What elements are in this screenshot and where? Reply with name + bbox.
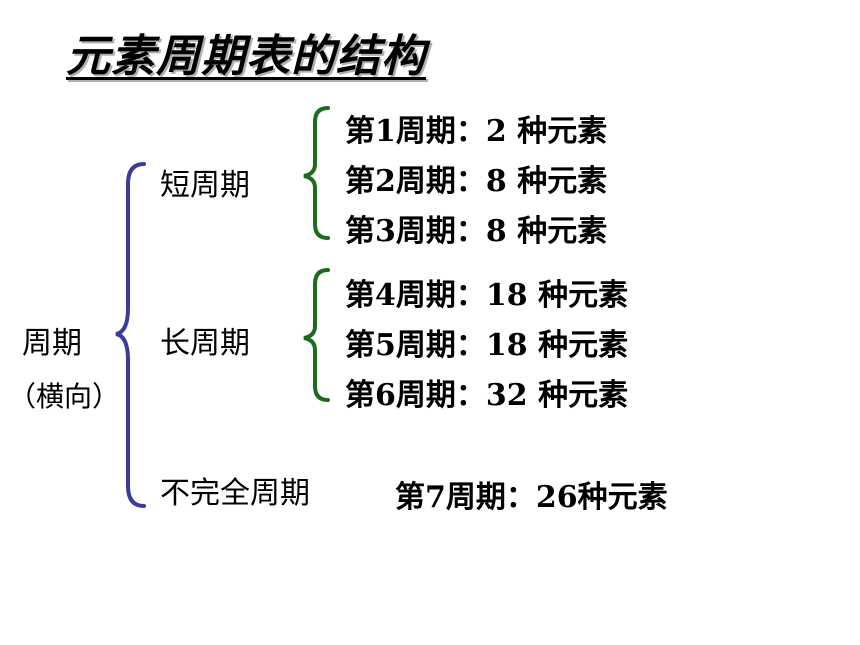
root-label: 周期 — [22, 326, 82, 361]
period-2-item: 第2周期：8 种元素 — [345, 164, 608, 199]
group-label-incomplete: 不完全周期 — [160, 476, 310, 511]
group-label-long: 长周期 — [160, 326, 250, 361]
long-period-brace — [303, 268, 330, 402]
period-5-item: 第5周期：18 种元素 — [345, 328, 629, 363]
period-4-item: 第4周期：18 种元素 — [345, 278, 629, 313]
period-3-item: 第3周期：8 种元素 — [345, 214, 608, 249]
period-7-item: 第7周期：26种元素 — [395, 480, 668, 515]
period-6-item: 第6周期：32 种元素 — [345, 378, 629, 413]
short-period-brace — [303, 106, 330, 240]
period-1-item: 第1周期：2 种元素 — [345, 114, 608, 149]
root-sublabel: （横向） — [8, 380, 121, 413]
page-title: 元素周期表的结构 — [66, 31, 426, 82]
main-brace — [115, 162, 146, 508]
group-label-short: 短周期 — [160, 168, 250, 203]
